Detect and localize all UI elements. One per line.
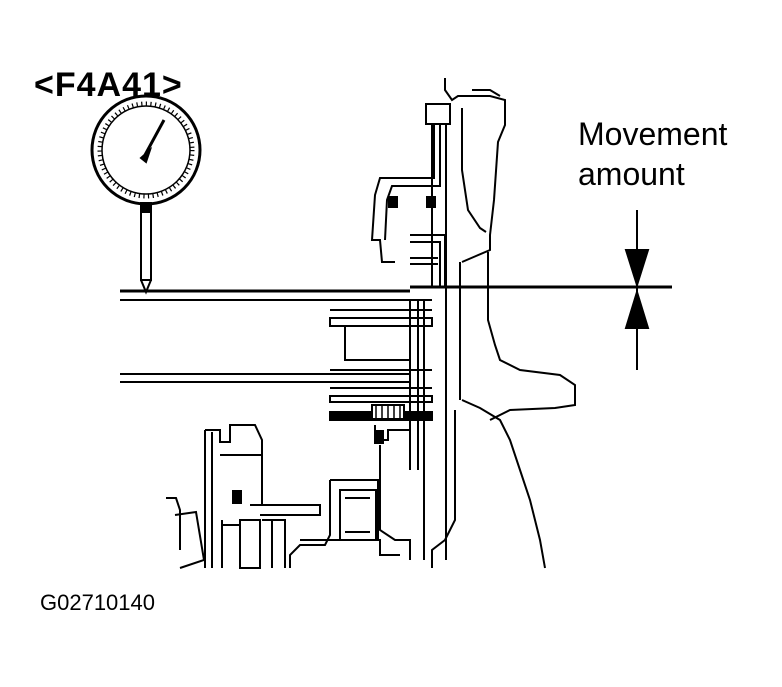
- dimension-arrow-icon: [624, 210, 650, 370]
- lower-assembly: [166, 424, 411, 569]
- figure-id: G02710140: [40, 590, 155, 615]
- movement-label-line1: Movement: [578, 116, 728, 152]
- housing-casting: [431, 78, 576, 569]
- shaft-lines: [120, 285, 672, 383]
- clutch-pack: [329, 299, 433, 560]
- piston-retainer: [370, 103, 451, 560]
- movement-label-line2: amount: [578, 156, 685, 192]
- dial-gauge-icon: [90, 94, 202, 295]
